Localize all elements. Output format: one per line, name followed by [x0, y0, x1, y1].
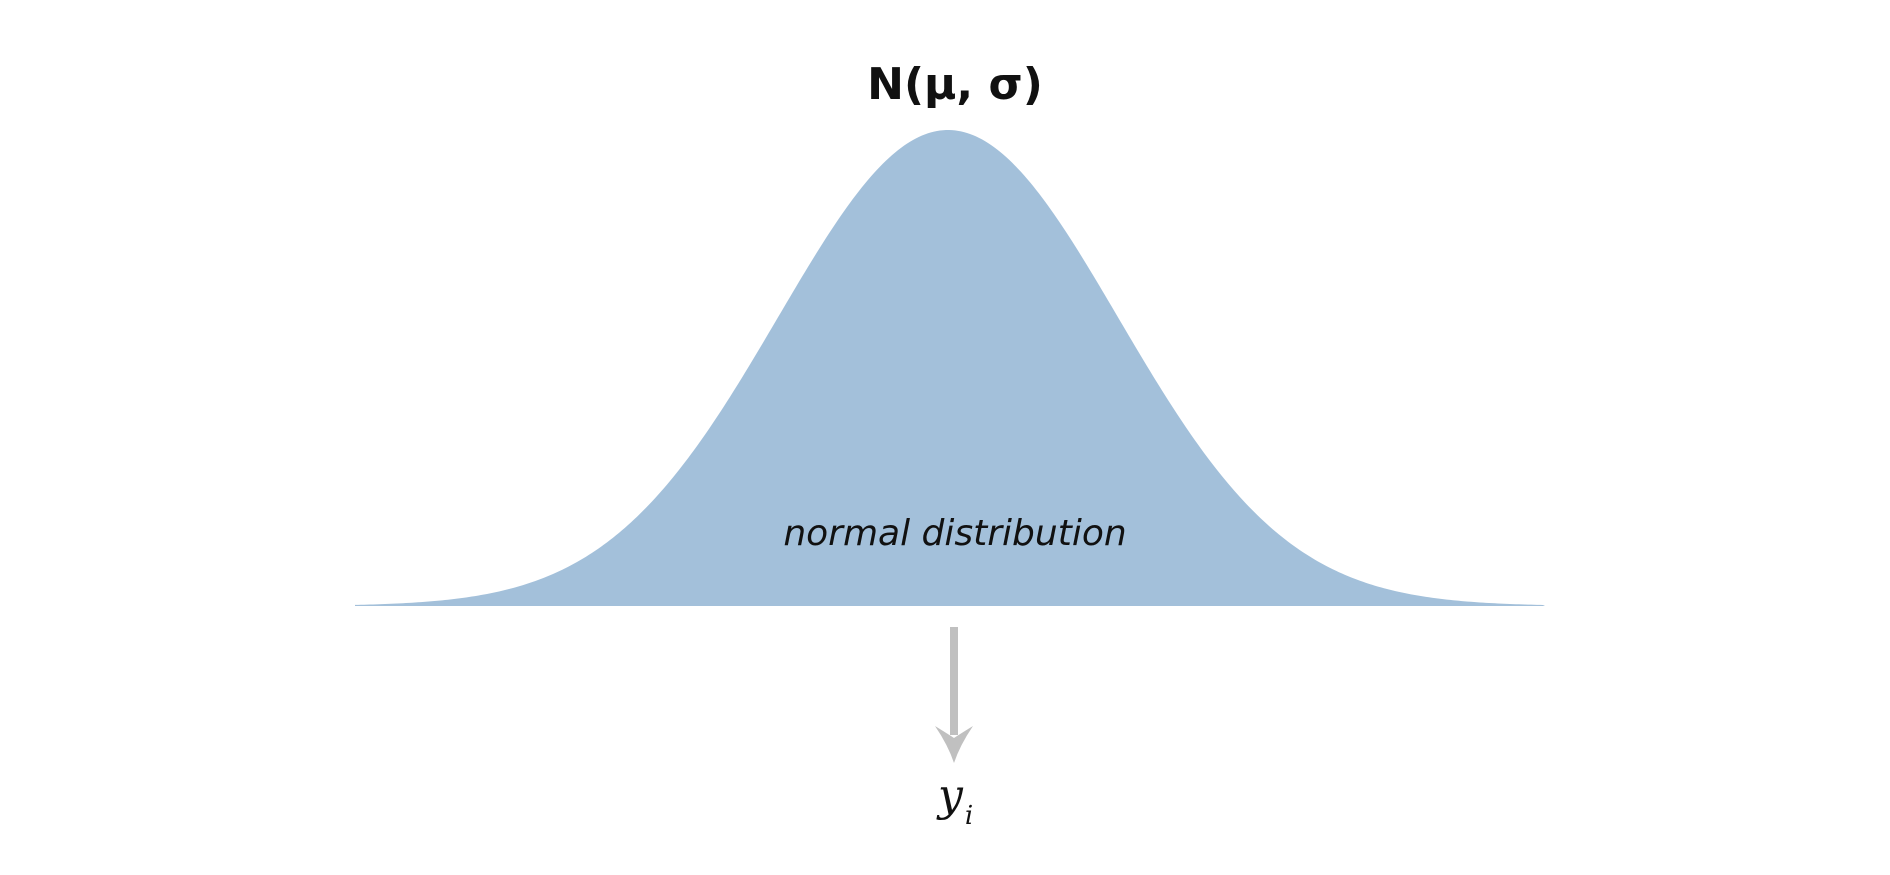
- bell-curve-shape: [355, 130, 1545, 606]
- curve-label: normal distribution: [783, 513, 1126, 554]
- distribution-title: N(μ, σ): [867, 59, 1043, 110]
- variable-main: y: [936, 770, 964, 821]
- down-arrow-icon: [935, 627, 973, 763]
- variable-label: yi: [936, 770, 973, 831]
- variable-subscript: i: [965, 801, 973, 831]
